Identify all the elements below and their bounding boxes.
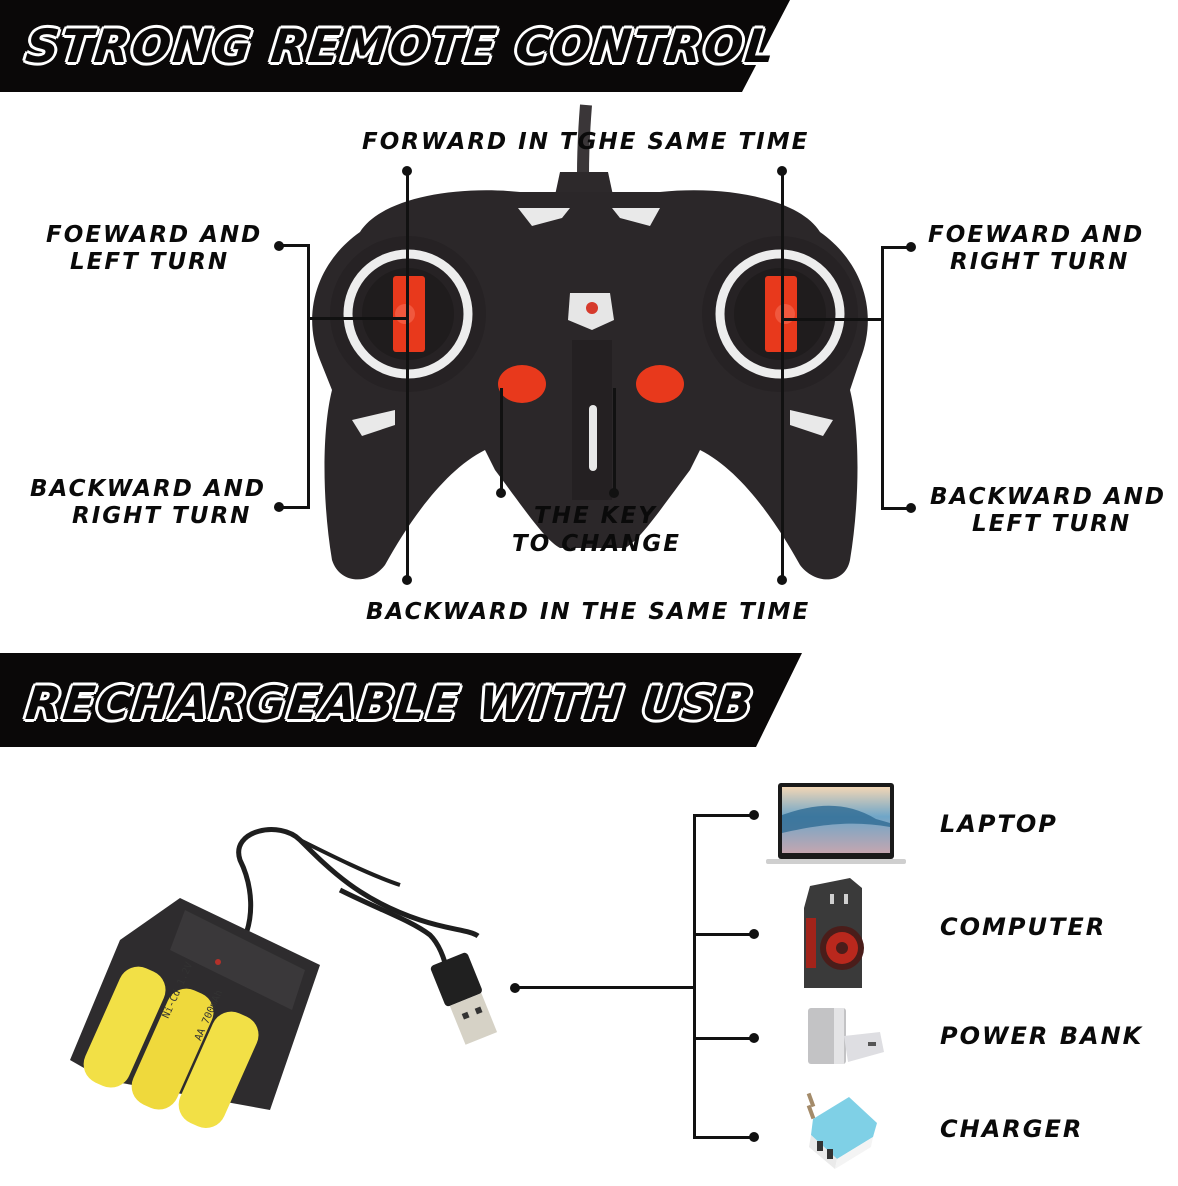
pointer-dot <box>777 575 787 585</box>
pointer-dot <box>274 241 284 251</box>
label-forward-left-turn-2: LEFT TURN <box>70 249 230 275</box>
pointer-dot <box>402 166 412 176</box>
pointer-dot <box>749 810 759 820</box>
label-backward-left-turn-2: LEFT TURN <box>972 511 1132 537</box>
source-branch-power-bank <box>693 1037 753 1040</box>
bracket-left <box>307 244 310 508</box>
bracket-right-bottom-arm <box>881 507 909 510</box>
pointer-dot <box>749 1033 759 1043</box>
banner-usb <box>0 653 802 747</box>
pointer-line-left-vertical <box>406 171 409 578</box>
pointer-line-key-left <box>500 388 503 492</box>
source-branch-charger <box>693 1136 753 1139</box>
source-label-computer: COMPUTER <box>940 913 1107 941</box>
bracket-right <box>881 246 884 510</box>
pointer-dot <box>496 488 506 498</box>
label-forward-right-turn-1: FOEWARD AND <box>928 222 1145 248</box>
source-branch-laptop <box>693 814 753 817</box>
pointer-line-right-vertical <box>781 171 784 578</box>
source-branch-computer <box>693 933 753 936</box>
battery-charger-icon <box>70 827 498 1128</box>
pointer-dot <box>609 488 619 498</box>
label-backward-right-turn-2: RIGHT TURN <box>72 503 252 529</box>
source-label-charger: CHARGER <box>940 1115 1084 1143</box>
label-backward-same-time: BACKWARD IN THE SAME TIME <box>366 599 811 625</box>
laptop-icon <box>766 783 906 864</box>
label-forward-right-turn-2: RIGHT TURN <box>950 249 1130 275</box>
label-backward-right-turn-1: BACKWARD AND <box>30 476 267 502</box>
label-key-to-change-2: TO CHANGE <box>512 531 682 557</box>
pointer-dot <box>274 502 284 512</box>
bracket-right-top-arm <box>881 246 909 249</box>
rc-controller-icon <box>312 104 868 580</box>
bracket-left-bottom-arm <box>282 506 310 509</box>
wall-charger-icon <box>806 1092 877 1169</box>
bracket-right-stem <box>784 318 884 321</box>
label-forward-same-time: FORWARD IN TGHE SAME TIME <box>362 129 810 155</box>
pointer-line-key-right <box>613 388 616 492</box>
label-forward-left-turn-1: FOEWARD AND <box>46 222 263 248</box>
source-tree-trunk <box>693 814 696 1139</box>
desktop-tower-icon <box>804 878 864 988</box>
banner-title-usb: RECHARGEABLE WITH USB <box>23 676 757 730</box>
pointer-dot <box>906 503 916 513</box>
pointer-dot <box>749 1132 759 1142</box>
pointer-dot <box>777 166 787 176</box>
pointer-dot <box>906 242 916 252</box>
pointer-dot <box>749 929 759 939</box>
usb-connector-line <box>515 986 696 989</box>
pointer-dot <box>402 575 412 585</box>
label-key-to-change-1: THE KEY <box>534 503 657 529</box>
bracket-left-stem <box>307 317 407 320</box>
power-bank-icon <box>808 1008 884 1064</box>
banner-remote-control <box>0 0 790 92</box>
source-label-power-bank: POWER BANK <box>940 1022 1144 1050</box>
source-label-laptop: LAPTOP <box>940 810 1058 838</box>
bracket-left-top-arm <box>282 244 310 247</box>
label-backward-left-turn-1: BACKWARD AND <box>930 484 1167 510</box>
